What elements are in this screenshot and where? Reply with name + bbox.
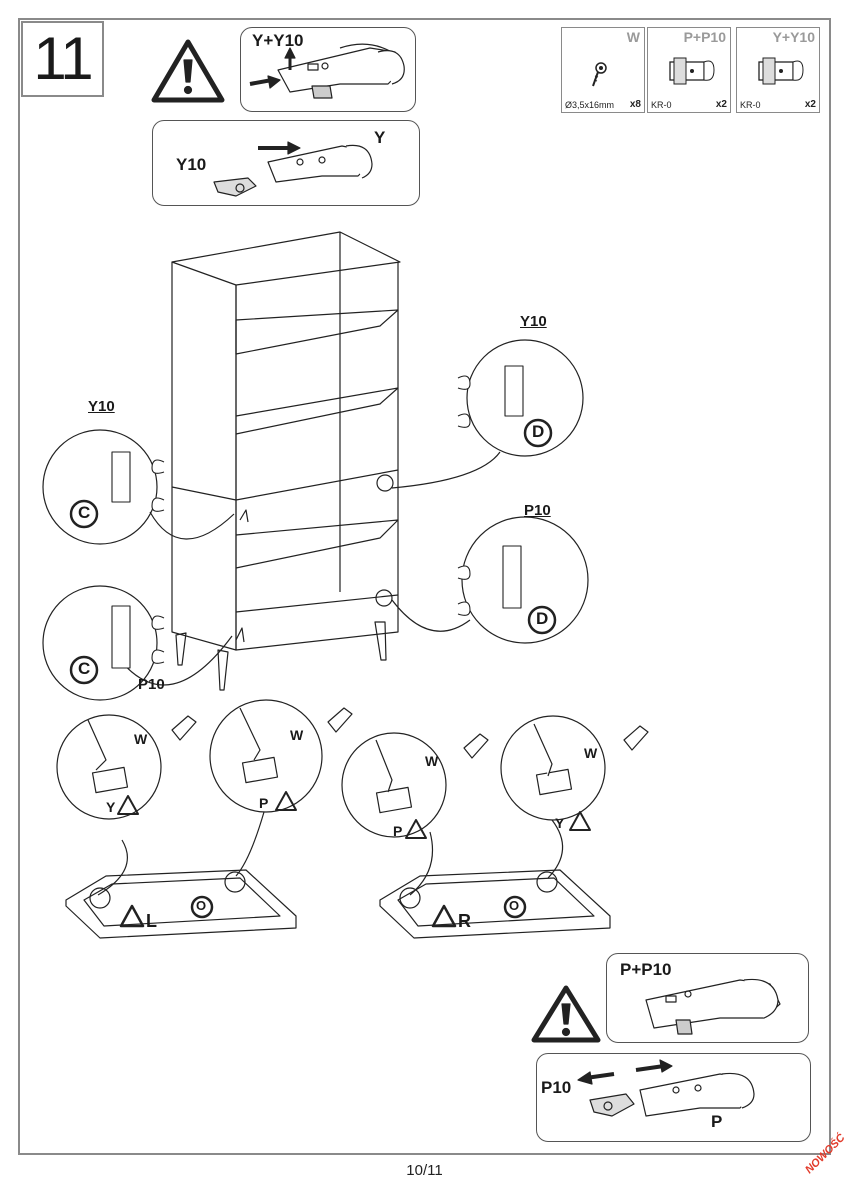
screw-icon (592, 62, 607, 87)
hinge-icon (669, 57, 715, 85)
hinge-label: P+P10 (620, 960, 672, 979)
detail-letter: D (536, 609, 549, 628)
warning-icon (531, 985, 601, 1043)
hinge-icon (645, 978, 781, 1035)
hinge-icon (249, 43, 405, 99)
part-card-y-y10: Y+Y10 KR-0 x2 (736, 27, 820, 113)
callout-label: P10 (138, 676, 165, 693)
door-panel-left (65, 869, 297, 939)
part-qty: x2 (715, 99, 727, 110)
screw-label: W (584, 745, 598, 761)
hinge-type-label: Y (555, 815, 565, 831)
hinge-icon (213, 141, 373, 197)
callout-label: Y10 (520, 313, 547, 330)
hinge-icon (758, 57, 804, 85)
part-code: W (626, 29, 640, 45)
part-card-w: W Ø3,5x16mm x8 (561, 27, 645, 113)
door-marker: O (509, 898, 520, 913)
part-qty: x8 (629, 99, 641, 110)
hinge-label: Y (374, 128, 386, 147)
page-number: 10/11 (406, 1162, 443, 1179)
callout-label: P10 (524, 502, 551, 519)
hinge-type-label: P (259, 795, 269, 811)
door-side-label: R (458, 911, 471, 931)
detail-letter: C (78, 503, 91, 522)
screw-label: W (290, 727, 304, 743)
hinge-label: Y10 (176, 155, 207, 174)
page-frame (18, 18, 831, 1155)
detail-letter: C (78, 659, 91, 678)
door-marker: O (196, 898, 207, 913)
door-side-label: L (146, 911, 157, 931)
warning-icon (151, 39, 225, 103)
detail-letter: D (532, 422, 545, 441)
cabinet-illustration (171, 231, 401, 691)
screw-label: W (134, 731, 148, 747)
part-card-p-p10: P+P10 KR-0 x2 (647, 27, 731, 113)
part-code: Y+Y10 (772, 29, 815, 45)
hinge-label: P (711, 1112, 723, 1131)
callout-label: Y10 (88, 398, 115, 415)
door-panel-right (379, 869, 611, 939)
part-spec: KR-0 (740, 100, 761, 110)
hinge-label: P10 (541, 1078, 572, 1097)
hinge-type-label: P (393, 823, 403, 839)
hinge-icon (577, 1059, 755, 1117)
hinge-type-label: Y (106, 799, 116, 815)
part-code: P+P10 (683, 29, 726, 45)
screw-label: W (425, 753, 439, 769)
step-number: 11 (21, 21, 104, 97)
part-qty: x2 (804, 99, 816, 110)
part-spec: Ø3,5x16mm (565, 100, 615, 110)
hinge-label: Y+Y10 (252, 31, 304, 50)
part-spec: KR-0 (651, 100, 672, 110)
